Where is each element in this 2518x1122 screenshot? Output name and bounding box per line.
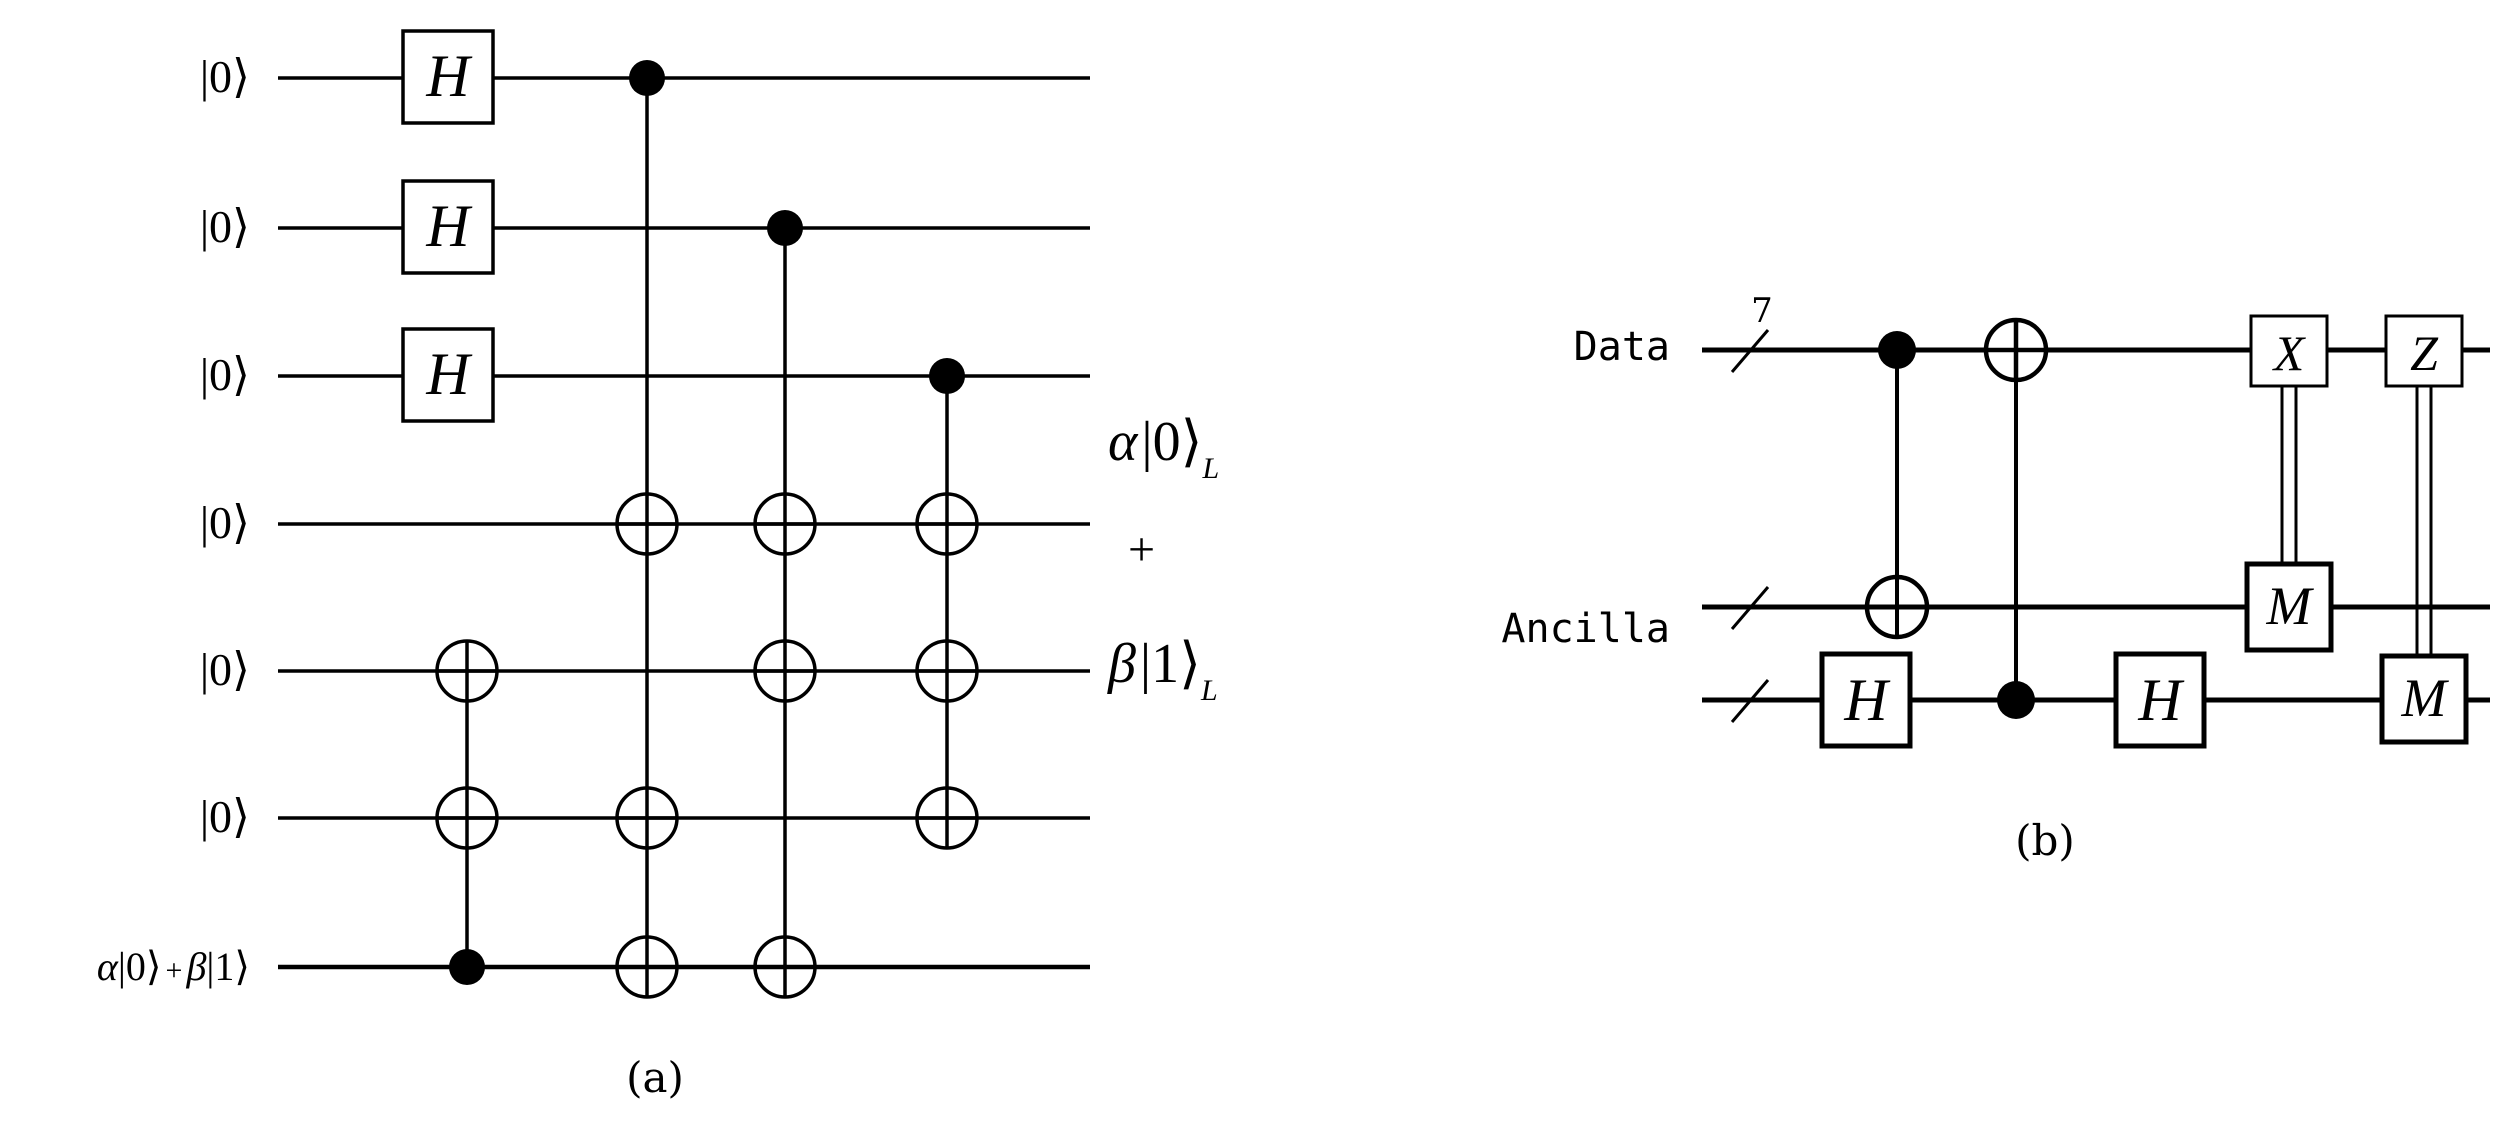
logical-output: α|0⟩L + β|1⟩L xyxy=(1107,411,1219,707)
measure-label-2: M xyxy=(2401,668,2450,728)
target-xor xyxy=(615,935,679,999)
panel-a-hadamards: H H H xyxy=(401,29,495,423)
bus-slash-data xyxy=(1730,329,1770,373)
data-register-label: Data xyxy=(1574,324,1670,370)
input-label-7: α|0⟩+β|1⟩ xyxy=(97,944,250,989)
control-dot xyxy=(929,358,965,394)
target-xor xyxy=(915,786,979,850)
target-xor xyxy=(753,935,817,999)
measure-label-1: M xyxy=(2266,576,2315,636)
classical-wire-z xyxy=(2415,386,2433,656)
target-xor xyxy=(753,639,817,703)
x-correction-gate: X xyxy=(2249,314,2329,388)
output-beta-term: β|1⟩L xyxy=(1107,633,1218,707)
hadamard-label-1: H xyxy=(425,43,473,109)
bus-slash-ancilla-1 xyxy=(1730,586,1770,630)
output-plus: + xyxy=(1128,523,1155,576)
z-gate-label: Z xyxy=(2410,325,2439,381)
z-correction-gate: Z xyxy=(2384,314,2464,388)
measurement-ancilla-1: M xyxy=(2244,561,2334,653)
control-dot xyxy=(629,60,665,96)
panel-a: |0⟩ |0⟩ |0⟩ |0⟩ |0⟩ |0⟩ α|0⟩+β|1⟩ H H H xyxy=(97,29,1219,1102)
hadamard-label-b2: H xyxy=(2137,667,2185,733)
ancilla-register-label: Ancilla xyxy=(1501,606,1670,652)
classical-wire-x xyxy=(2280,386,2298,564)
input-label-3: |0⟩ xyxy=(200,349,250,400)
cnot-group-3 xyxy=(753,210,817,999)
cnot-data-to-ancilla xyxy=(1864,331,1930,640)
hadamard-gate-1: H xyxy=(401,29,495,125)
panel-a-inputs: |0⟩ |0⟩ |0⟩ |0⟩ |0⟩ |0⟩ α|0⟩+β|1⟩ xyxy=(97,51,250,989)
hadamard-label-2: H xyxy=(425,193,473,259)
target-xor xyxy=(435,639,499,703)
hadamard-gate-2: H xyxy=(401,179,495,275)
target-xor xyxy=(915,492,979,556)
cnot-group-1 xyxy=(435,639,499,985)
bus-slash-ancilla-2 xyxy=(1730,679,1770,723)
control-dot xyxy=(1997,681,2035,719)
hadamard-gate-b2: H xyxy=(2113,651,2207,749)
target-xor xyxy=(1864,574,1930,640)
input-label-2: |0⟩ xyxy=(200,201,250,252)
panel-b: Data Ancilla 7 H xyxy=(1501,291,2490,865)
hadamard-gate-3: H xyxy=(401,327,495,423)
input-label-1: |0⟩ xyxy=(200,51,250,102)
target-xor xyxy=(615,492,679,556)
cnot-group-2 xyxy=(615,60,679,999)
input-label-6: |0⟩ xyxy=(200,791,250,842)
cnot-group-4 xyxy=(915,358,979,850)
hadamard-gate-b1: H xyxy=(1819,651,1913,749)
bus-count-label: 7 xyxy=(1751,291,1773,331)
input-label-5: |0⟩ xyxy=(200,644,250,695)
target-xor xyxy=(1983,317,2049,383)
caption-b: (b) xyxy=(2015,816,2075,865)
control-dot xyxy=(767,210,803,246)
hadamard-label-b1: H xyxy=(1843,667,1891,733)
input-label-4: |0⟩ xyxy=(200,497,250,548)
output-alpha-term: α|0⟩L xyxy=(1108,411,1219,485)
target-xor xyxy=(915,639,979,703)
target-xor xyxy=(753,492,817,556)
hadamard-label-3: H xyxy=(425,341,473,407)
target-xor xyxy=(615,786,679,850)
target-xor xyxy=(435,786,499,850)
control-dot xyxy=(449,949,485,985)
caption-a: (a) xyxy=(626,1053,684,1102)
cnot-ancilla-to-data xyxy=(1983,317,2049,719)
measurement-ancilla-2: M xyxy=(2379,653,2469,745)
control-dot xyxy=(1878,331,1916,369)
x-gate-label: X xyxy=(2272,325,2307,381)
